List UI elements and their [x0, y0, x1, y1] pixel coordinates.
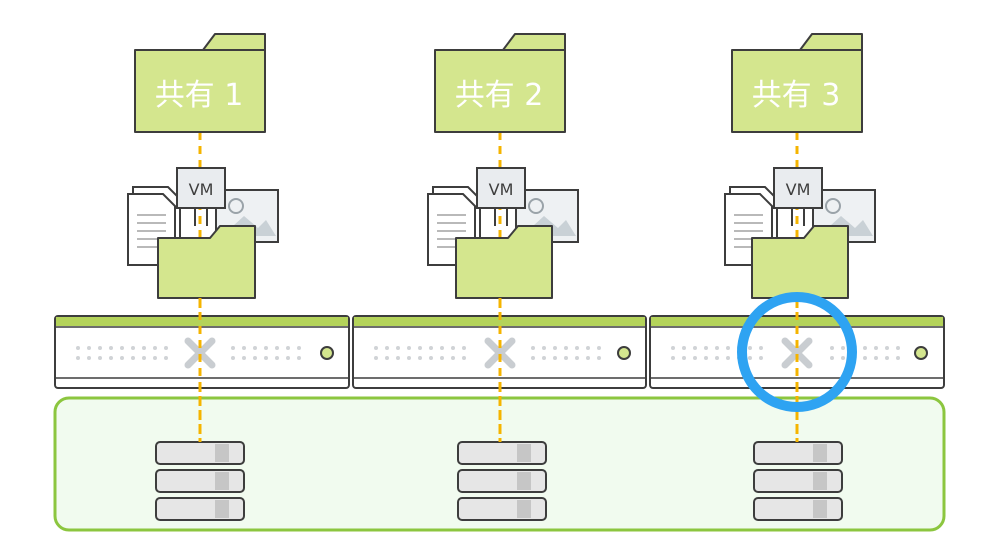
vm-tag: VM [773, 167, 823, 226]
power-led-icon [914, 346, 928, 360]
power-led-icon [320, 346, 334, 360]
disk-stack-1 [155, 441, 245, 521]
column-2: 共有 2 VM [427, 33, 579, 521]
vm-folder-2 [455, 225, 553, 299]
vm-label: VM [489, 180, 514, 199]
nutanix-x-icon [184, 337, 216, 369]
vm-label: VM [786, 180, 811, 199]
share-folder-1: 共有 1 [134, 33, 266, 133]
share-folder-3: 共有 3 [731, 33, 863, 133]
disk-stack-3 [753, 441, 843, 521]
share-label-3: 共有 3 [752, 78, 841, 113]
column-1: 共有 1 VM [127, 33, 279, 521]
column-3: 共有 3 VM [724, 33, 876, 521]
vm-folder-3 [751, 225, 849, 299]
power-led-icon [617, 346, 631, 360]
share-label-1: 共有 1 [155, 78, 244, 113]
vm-tag: VM [476, 167, 526, 226]
nutanix-x-icon [781, 337, 813, 369]
highlight-ring [737, 292, 857, 412]
server-node-2 [352, 315, 647, 389]
server-node-1 [54, 315, 350, 389]
nutanix-x-icon [484, 337, 516, 369]
share-label-2: 共有 2 [455, 78, 544, 113]
share-folder-2: 共有 2 [434, 33, 566, 133]
vm-folder-1 [157, 225, 256, 299]
vm-tag: VM [176, 167, 226, 226]
vm-label: VM [189, 180, 214, 199]
disk-stack-2 [457, 441, 547, 521]
